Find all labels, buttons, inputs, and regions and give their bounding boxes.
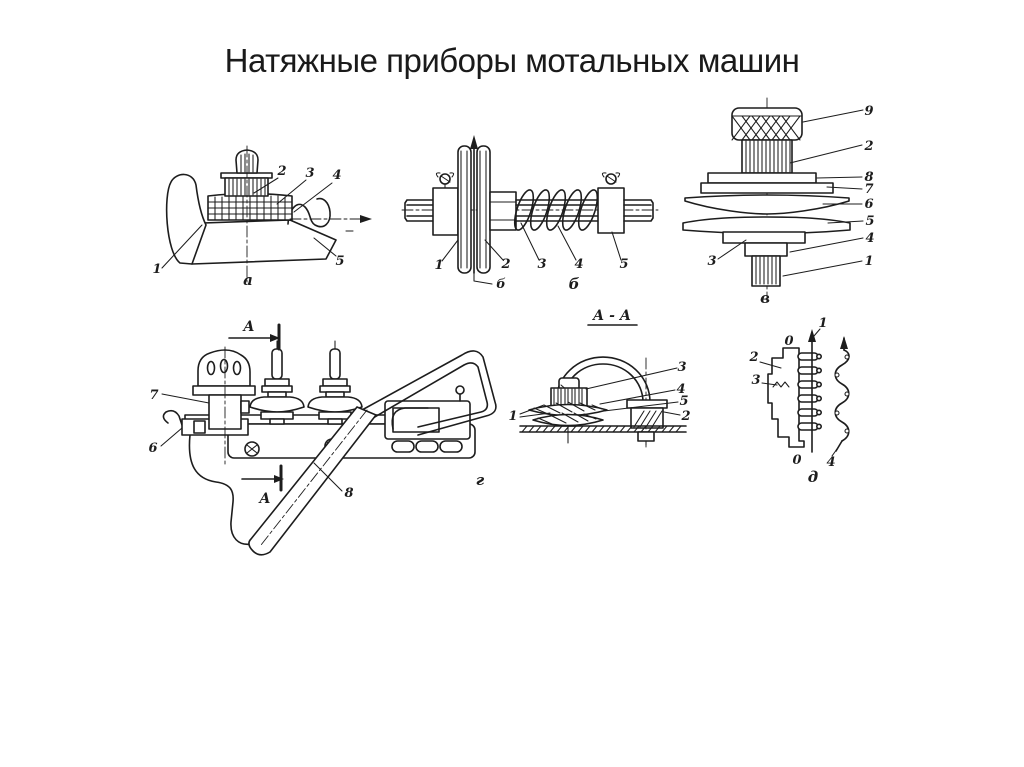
fig-v-callout-7: 7 — [864, 182, 873, 197]
fig-a-callout-5: 5 — [335, 254, 344, 269]
fig-v-callout-6: 6 — [864, 197, 873, 212]
fig-v-callout-9: 9 — [864, 104, 873, 119]
fig-d-caption: д — [808, 468, 818, 486]
fig-a-callout-1: 1 — [152, 262, 161, 277]
fig-b-caption: б — [569, 275, 580, 293]
figure-a-strokes — [161, 145, 372, 283]
slide-title: Натяжные приборы мотальных машин — [224, 42, 800, 79]
fig-aa-callout-1: 1 — [508, 409, 517, 424]
fig-v-callout-4: 4 — [865, 231, 874, 246]
fig-d-callout-1: 1 — [818, 316, 827, 331]
fig-v-callout-8: 8 — [864, 170, 873, 185]
fig-g-spindle-2 — [307, 340, 363, 425]
fig-aa-caption: А - А — [592, 308, 631, 324]
fig-v-callout-2: 2 — [863, 139, 873, 154]
fig-aa-callout-5: 5 — [679, 394, 688, 409]
figure-aa-drawing: А - А 3 4 5 2 1 — [508, 308, 691, 448]
fig-aa-callout-3: 3 — [677, 360, 686, 375]
figure-v-strokes — [682, 97, 864, 303]
fig-g-caption: г — [476, 471, 485, 489]
fig-a-caption: а — [243, 271, 253, 289]
fig-g-callout-7: 7 — [149, 388, 158, 403]
fig-a-callout-2: 2 — [276, 164, 286, 179]
fig-g-section-mark-top: А — [242, 319, 254, 335]
figure-aa-strokes — [519, 324, 687, 448]
fig-d-callout-2: 2 — [748, 350, 758, 365]
fig-v-callout-3: 3 — [707, 254, 716, 269]
fig-g-spindle-1 — [249, 340, 305, 425]
fig-a-callout-4: 4 — [332, 168, 341, 183]
figure-v-drawing: 9 2 8 7 6 5 4 1 3 в — [682, 97, 875, 307]
fig-b-callout-1: 1 — [434, 258, 443, 273]
fig-v-callout-1: 1 — [864, 254, 873, 269]
fig-b-callout-5: 5 — [619, 257, 628, 272]
figure-a-drawing: 2 3 4 5 1 а — [152, 145, 372, 289]
fig-v-callout-5: 5 — [865, 214, 874, 229]
fig-aa-callout-2: 2 — [680, 409, 690, 424]
fig-g-callout-8: 8 — [344, 486, 353, 501]
fig-v-caption: в — [760, 289, 770, 307]
fig-b-callout-4: 4 — [574, 257, 583, 272]
fig-d-callout-3: 3 — [751, 373, 760, 388]
fig-d-callout-4: 4 — [826, 455, 835, 470]
figure-d-strokes — [759, 328, 850, 457]
figure-g-drawing: А А 7 6 8 г — [148, 319, 497, 556]
fig-b-thread-label: б — [496, 277, 506, 292]
fig-g-callout-6: 6 — [148, 441, 157, 456]
figure-d-drawing: 0 1 2 3 0 4 д — [748, 316, 850, 486]
figure-b-strokes — [401, 135, 659, 285]
fig-a-callout-3: 3 — [305, 166, 314, 181]
figure-b-drawing: 1 2 3 4 5 б б — [401, 135, 659, 293]
fig-aa-callout-4: 4 — [676, 382, 685, 397]
fig-d-callout-0-bottom: 0 — [792, 453, 801, 468]
fig-d-callout-0-top: 0 — [784, 334, 793, 349]
fig-g-section-mark-bottom: А — [258, 491, 270, 507]
figure-g-strokes — [160, 323, 497, 556]
fig-b-callout-2: 2 — [500, 257, 510, 272]
fig-b-callout-3: 3 — [537, 257, 546, 272]
